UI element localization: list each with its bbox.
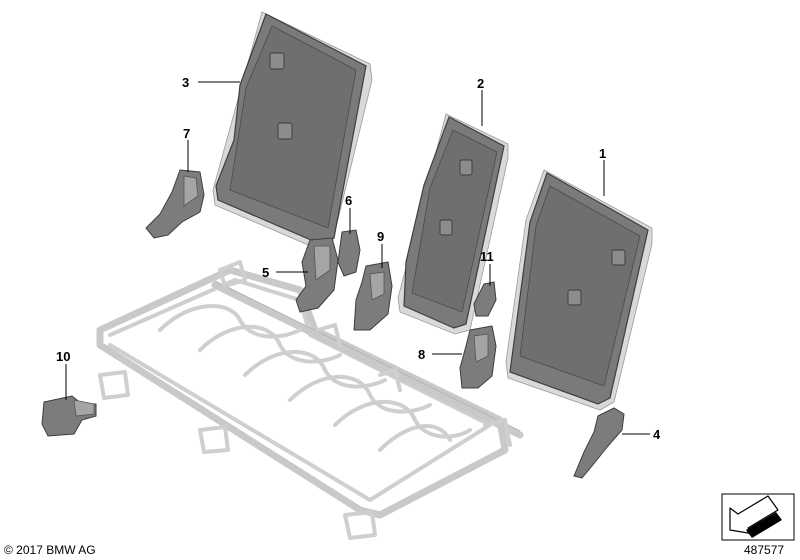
- trim-part-11: [473, 281, 497, 317]
- backrest-panel-3: [212, 11, 373, 251]
- callout-6: 6: [345, 193, 352, 208]
- backrest-clip-hole: [277, 122, 293, 140]
- trim-part-5: [295, 237, 339, 313]
- trim-part-4: [573, 407, 625, 479]
- callout-labels: 1 2 3 4 5 6 7 8 9 10 11: [56, 75, 661, 442]
- diagram-number: 487577: [744, 543, 784, 557]
- backrest-clip-hole: [611, 249, 626, 266]
- backrest-clip-hole: [459, 159, 473, 176]
- trim-part-10: [41, 395, 97, 437]
- trim-part-9: [353, 261, 393, 331]
- leader-lines: [65, 81, 650, 435]
- trim-part-6: [337, 229, 361, 277]
- trim-part-7: [145, 169, 205, 239]
- backrest-panel-2: [397, 113, 509, 335]
- copyright-text: © 2017 BMW AG: [4, 543, 96, 557]
- trim-part-8: [459, 325, 497, 389]
- callout-1: 1: [599, 146, 606, 161]
- backrest-panel-1: [505, 169, 653, 411]
- backrest-clip-hole: [567, 289, 582, 306]
- backrest-clip-hole: [269, 52, 285, 70]
- callout-7: 7: [183, 126, 190, 141]
- callout-4: 4: [653, 427, 661, 442]
- view-arrow-box[interactable]: [721, 493, 795, 541]
- seat-frame: [96, 260, 524, 540]
- callout-3: 3: [182, 75, 189, 90]
- arrow-icon: [729, 495, 782, 538]
- callout-9: 9: [377, 229, 384, 244]
- callout-2: 2: [477, 76, 484, 91]
- callout-10: 10: [56, 349, 70, 364]
- callout-8: 8: [418, 347, 425, 362]
- callout-11: 11: [480, 249, 494, 264]
- backrest-clip-hole: [439, 219, 453, 236]
- callout-5: 5: [262, 265, 269, 280]
